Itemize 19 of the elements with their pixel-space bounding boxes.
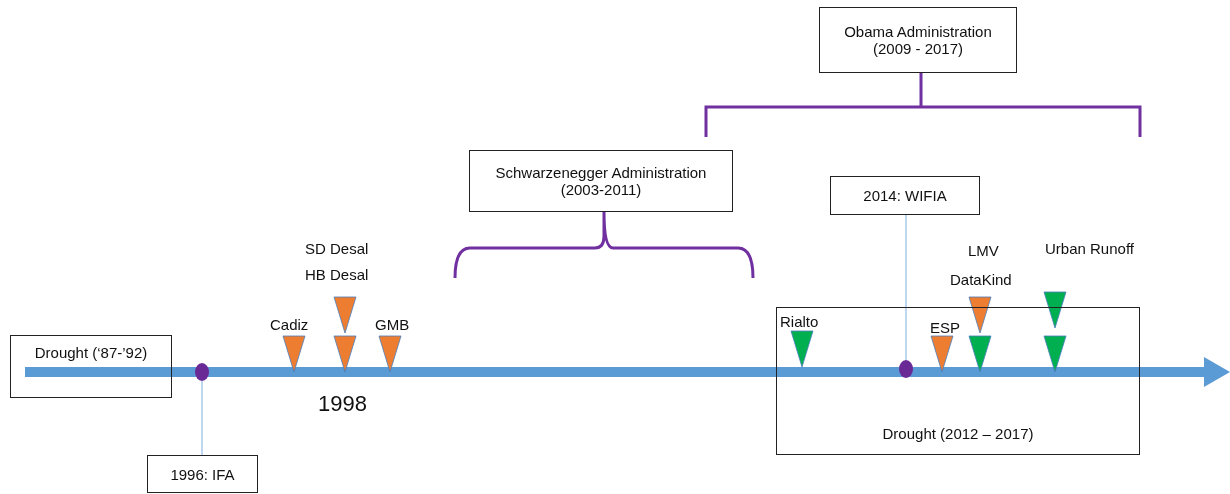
leader-line	[905, 214, 907, 361]
marker-label: ESP	[930, 319, 960, 336]
marker-label: HB Desal	[305, 266, 369, 283]
timeline-dot	[195, 363, 209, 381]
year-label: 1998	[318, 391, 367, 417]
text-box: 1996: IFA	[147, 455, 258, 493]
timeline-dot	[899, 360, 913, 378]
marker-label: Urban Runoff	[1045, 240, 1134, 257]
text-box: Obama Administration (2009 - 2017)	[819, 7, 1017, 73]
marker-label: DataKind	[950, 271, 1012, 288]
text-box: Drought (‘87-’92)	[10, 335, 172, 398]
marker-label: Rialto	[780, 313, 819, 330]
marker-label: GMB	[375, 316, 410, 333]
marker-label: LMV	[968, 242, 999, 259]
text-box: Schwarzenegger Administration (2003-2011)	[469, 150, 733, 212]
leader-line	[201, 380, 203, 456]
marker-label: SD Desal	[305, 240, 369, 257]
text-box: 2014: WIFIA	[830, 176, 980, 215]
marker-label: Cadiz	[270, 316, 309, 333]
